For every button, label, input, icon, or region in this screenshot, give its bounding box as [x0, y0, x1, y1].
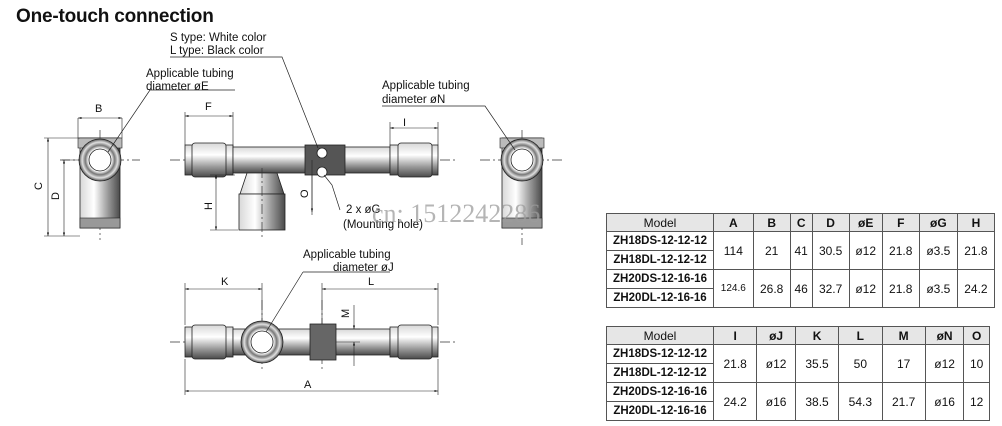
value-cell: 32.7 [811, 269, 850, 308]
col-header: D [811, 213, 850, 232]
table-header-row: Model A B C D øE F øG H [606, 213, 996, 232]
table-row: ZH20DS-12-16-16 124.6 26.8 46 32.7 ø12 2… [606, 269, 996, 308]
bottom-view [170, 271, 455, 395]
model-cell: ZH20DS-12-16-16 [606, 269, 714, 289]
table-row: ZH20DL-12-16-16 [606, 401, 990, 421]
value-cell: 21.8 [881, 231, 920, 270]
value-cell: 26.8 [752, 269, 791, 308]
col-header: øJ [756, 326, 796, 345]
value-cell: 24.2 [956, 269, 996, 308]
col-header: H [956, 213, 996, 232]
value-cell: 114 [713, 231, 754, 270]
col-header: C [789, 213, 813, 232]
spec-table-2: Model I øJ K L M øN O ZH18DS-12-12-12 21… [606, 326, 990, 421]
value-cell: 21.8 [956, 231, 996, 270]
value-cell: 46 [789, 269, 813, 308]
model-cell: ZH18DL-12-12-12 [606, 363, 714, 383]
value-cell: 30.5 [811, 231, 850, 270]
value-cell: 21.7 [881, 382, 926, 421]
table-header-row: Model I øJ K L M øN O [606, 326, 990, 345]
model-cell: ZH20DL-12-16-16 [606, 401, 714, 421]
value-cell: ø16 [924, 382, 965, 421]
dim-k: K [221, 276, 229, 288]
value-cell: ø12 [756, 344, 796, 383]
dim-i: I [403, 117, 406, 129]
tubing-n-label-2: diameter øN [382, 94, 445, 106]
dim-f: F [205, 101, 212, 113]
table-row: ZH20DS-12-16-16 24.2 ø16 38.5 54.3 21.7 … [606, 382, 990, 421]
value-cell: 24.2 [712, 382, 758, 421]
table-row: ZH18DS-12-12-12 114 21 41 30.5 ø12 21.8 … [606, 231, 996, 270]
value-cell: ø3.5 [918, 269, 958, 308]
l-type-label: L type: Black color [170, 45, 264, 57]
col-header: Model [606, 326, 714, 345]
model-cell: ZH18DS-12-12-12 [606, 231, 714, 251]
col-header: F [881, 213, 920, 232]
value-cell: 50 [838, 344, 883, 383]
col-header: øE [848, 213, 883, 232]
col-header: B [752, 213, 791, 232]
tubing-j-label-1: Applicable tubing [303, 249, 391, 261]
col-header: M [881, 326, 926, 345]
value-cell: ø16 [756, 382, 796, 421]
col-header: øG [918, 213, 958, 232]
value-cell: 17 [881, 344, 926, 383]
value-cell: 21 [752, 231, 791, 270]
model-cell: ZH20DS-12-16-16 [606, 382, 714, 402]
left-side-view [44, 89, 235, 240]
front-view [170, 56, 455, 240]
tubing-j-label-2: diameter øJ [333, 262, 394, 274]
table-row: ZH18DS-12-12-12 21.8 ø12 35.5 50 17 ø12 … [606, 344, 990, 383]
watermark: cn: 1512242286 [372, 199, 540, 228]
mounting-label-2: (Mounting hole) [343, 219, 423, 231]
tubing-e-label-1: Applicable tubing [146, 68, 234, 80]
value-cell: 12 [963, 382, 990, 421]
value-cell: 41 [789, 231, 813, 270]
col-header: øN [924, 326, 965, 345]
tubing-n-label-1: Applicable tubing [382, 80, 470, 92]
model-cell: ZH20DL-12-16-16 [606, 288, 714, 308]
value-cell: 38.5 [794, 382, 840, 421]
dim-d: D [50, 192, 62, 200]
col-header: A [713, 213, 754, 232]
model-cell: ZH18DL-12-12-12 [606, 250, 714, 270]
model-cell: ZH18DS-12-12-12 [606, 344, 714, 364]
spec-table-1: Model A B C D øE F øG H ZH18DS-12-12-12 … [606, 213, 996, 308]
dim-o: O [299, 189, 311, 198]
col-header: I [712, 326, 758, 345]
value-cell: 124.6 [713, 269, 754, 308]
value-cell: ø12 [924, 344, 965, 383]
dim-c: C [33, 182, 45, 190]
value-cell: 54.3 [838, 382, 883, 421]
value-cell: ø3.5 [918, 231, 958, 270]
table-row: ZH18DL-12-12-12 [606, 250, 995, 270]
page-title: One-touch connection [16, 6, 214, 27]
col-header: K [794, 326, 840, 345]
value-cell: 10 [963, 344, 990, 383]
dim-b: B [95, 103, 102, 115]
col-header: O [963, 326, 990, 345]
mounting-label-1: 2 x øG [346, 204, 381, 216]
tubing-e-label-2: diameter øE [146, 81, 209, 93]
value-cell: 21.8 [881, 269, 920, 308]
value-cell: 35.5 [794, 344, 840, 383]
value-cell: 21.8 [712, 344, 758, 383]
dim-h: H [203, 202, 215, 210]
s-type-label: S type: White color [170, 32, 267, 44]
dim-a: A [304, 379, 312, 391]
dim-l: L [368, 276, 374, 288]
right-side-view [382, 105, 565, 245]
value-cell: ø12 [848, 269, 883, 308]
dim-m: M [340, 309, 352, 318]
col-header: L [838, 326, 883, 345]
value-cell: ø12 [848, 231, 883, 270]
table-row: ZH20DL-12-16-16 [606, 288, 995, 308]
col-header: Model [606, 213, 714, 232]
